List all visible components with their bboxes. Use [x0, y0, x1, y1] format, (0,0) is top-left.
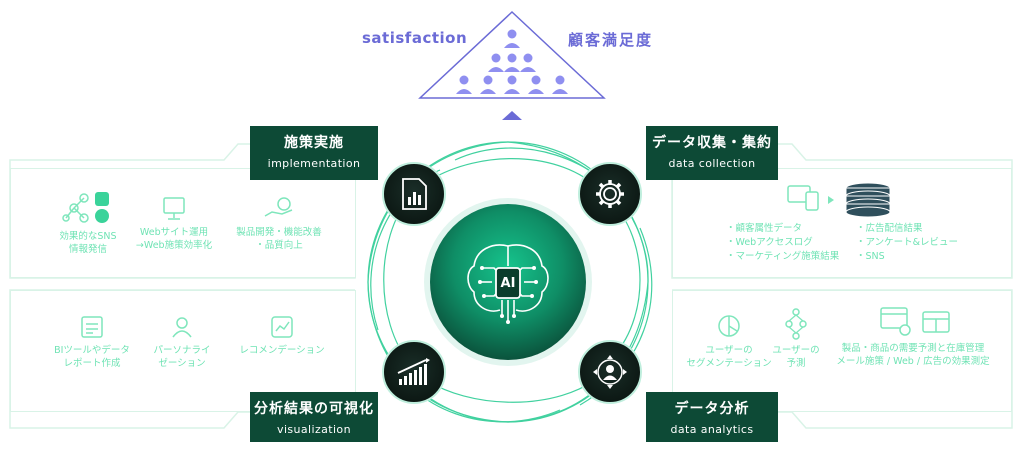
person-icon	[504, 75, 520, 94]
pie-icon	[718, 315, 740, 337]
analytics-item-prediction: ユーザーの 予測	[766, 308, 826, 370]
label-ja: 分析結果の可視化	[254, 401, 374, 417]
satisfaction-label-ja: 顧客満足度	[568, 31, 654, 49]
implementation-label: 施策実施 implementation	[250, 126, 378, 180]
visualization-item-personalization: パーソナライ ゼーション	[142, 314, 222, 370]
visualization-panel	[10, 290, 356, 412]
item-line2: メール施策 / Web / 広告の効果測定	[836, 356, 990, 367]
report-icon	[81, 316, 103, 338]
list-item: ・アンケート&レビュー	[856, 237, 959, 248]
label-en: data collection	[668, 157, 756, 170]
list-item: ・SNS	[856, 251, 885, 262]
hand-coin-icon	[264, 197, 293, 217]
label-ja: データ分析	[674, 401, 750, 417]
recommend-icon	[271, 316, 293, 338]
document-chart-circle	[382, 162, 446, 226]
item-line1: パーソナライ	[153, 345, 211, 356]
item-line1: ユーザーの	[705, 345, 753, 356]
collection-label: データ収集・集約 data collection	[646, 126, 778, 180]
visualization-item-bi: BIツールやデータ レポート作成	[44, 314, 140, 370]
analytics-item-segmentation: ユーザーの セグメンテーション	[686, 312, 772, 370]
implementation-item-sns: 効果的なSNS 情報発信	[42, 190, 134, 256]
item-line1: 効果的なSNS	[59, 231, 117, 242]
collection-list-right: ・広告配信結果 ・アンケート&レビュー ・SNS	[856, 222, 958, 264]
person-icon	[552, 75, 568, 94]
implementation-panel	[10, 168, 356, 278]
label-en: implementation	[267, 157, 361, 170]
user-target-circle	[578, 340, 642, 404]
label-en: visualization	[277, 423, 351, 436]
gear-circle	[578, 162, 642, 226]
item-line2: 情報発信	[68, 244, 107, 255]
person-icon	[488, 53, 504, 72]
list-item: ・広告配信結果	[856, 223, 923, 234]
item-line2: ・品質向上	[255, 240, 303, 251]
list-item: ・顧客属性データ	[726, 223, 803, 234]
label-ja: データ収集・集約	[652, 135, 772, 151]
flow-icon	[785, 308, 807, 340]
item-line2: ゼーション	[158, 358, 206, 369]
ai-label: AI	[500, 276, 516, 291]
list-item: ・マーケティング施策結果	[726, 251, 840, 262]
satisfaction-label-en: satisfaction	[362, 29, 468, 47]
item-line1: BIツールやデータ	[54, 345, 130, 356]
satisfaction-pyramid	[418, 10, 606, 120]
dashboard-icon	[880, 307, 950, 336]
item-line2: セグメンテーション	[686, 358, 772, 369]
analytics-label: データ分析 data analytics	[646, 392, 778, 442]
user-target-icon	[593, 355, 627, 389]
person-icon	[520, 53, 536, 72]
person-icon	[504, 29, 520, 48]
growth-chart-icon	[397, 358, 430, 385]
growth-chart-circle	[382, 340, 446, 404]
label-en: data analytics	[670, 423, 754, 436]
implementation-item-product: 製品開発・機能改善 ・品質向上	[220, 196, 338, 252]
item-line2: →Web施策効率化	[135, 240, 213, 251]
person-icon	[504, 53, 520, 72]
website-icon	[163, 197, 185, 220]
item-line1: 製品開発・機能改善	[236, 227, 322, 238]
item-line1: Webサイト運用	[139, 227, 209, 238]
collection-list-left: ・顧客属性データ ・Webアクセスログ ・マーケティング施策結果	[726, 222, 839, 264]
gear-icon	[596, 180, 624, 208]
person-icon	[456, 75, 472, 94]
item-line1: ユーザーの	[772, 345, 820, 356]
devices-to-database-icon	[787, 182, 891, 218]
item-line1: レコメンデーション	[239, 345, 325, 356]
label-ja: 施策実施	[284, 135, 344, 151]
list-item: ・Webアクセスログ	[726, 237, 813, 248]
implementation-item-website: Webサイト運用 →Web施策効率化	[128, 196, 220, 252]
person-icon	[528, 75, 544, 94]
collection-panel	[672, 168, 1012, 278]
up-arrow-icon	[502, 111, 522, 120]
person-icon	[172, 317, 192, 338]
visualization-label: 分析結果の可視化 visualization	[250, 392, 378, 442]
analytics-item-demand: 製品・商品の需要予測と在庫管理 メール施策 / Web / 広告の効果測定	[826, 306, 1000, 368]
item-line2: 予測	[786, 358, 806, 369]
item-line2: レポート作成	[63, 358, 121, 369]
ai-brain-icon	[467, 244, 549, 324]
analytics-panel	[672, 290, 1012, 412]
document-chart-icon	[402, 178, 427, 210]
item-line1: 製品・商品の需要予測と在庫管理	[841, 343, 985, 354]
person-icon	[480, 75, 496, 94]
network-icon	[62, 192, 109, 223]
visualization-item-recommendation: レコメンデーション	[234, 314, 330, 357]
